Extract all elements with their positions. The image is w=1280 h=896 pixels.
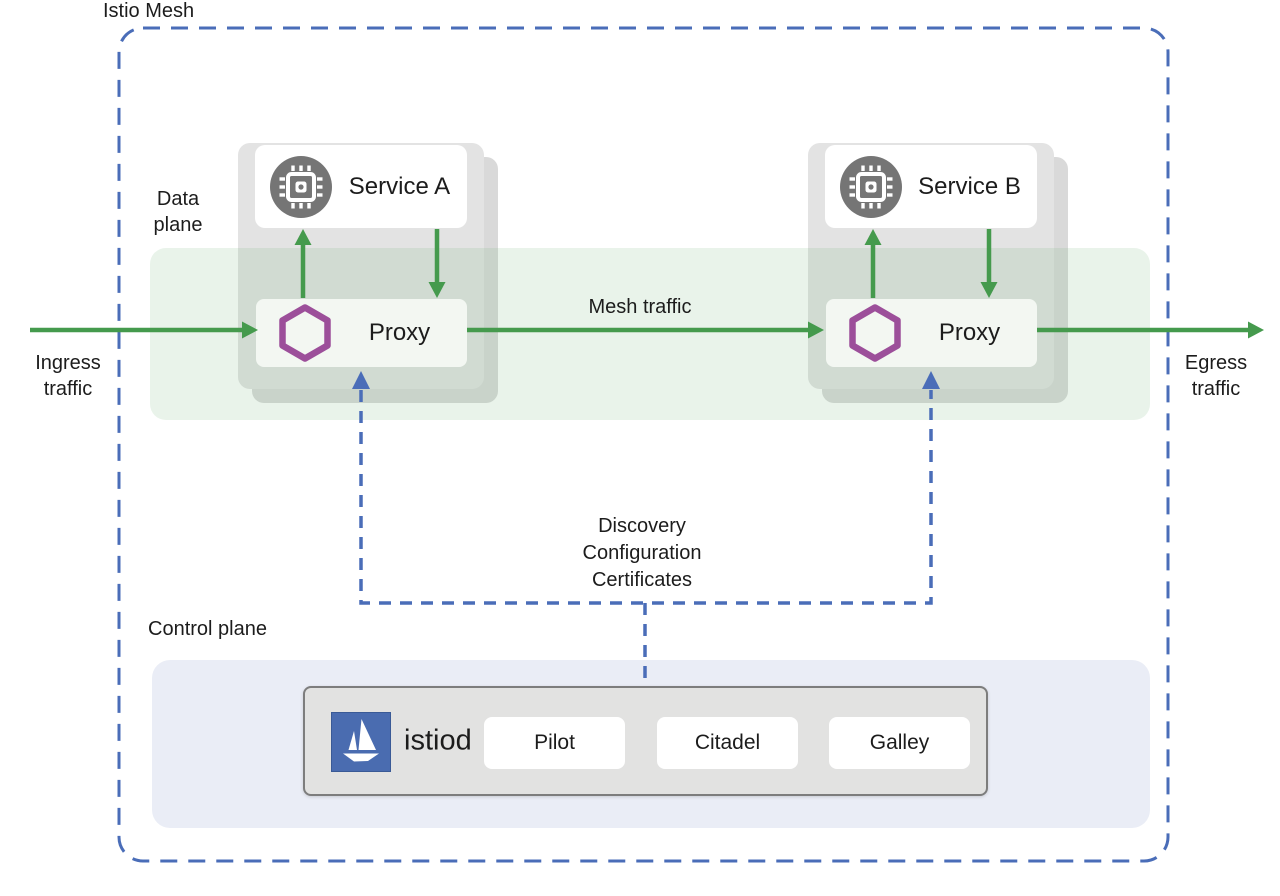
ingress-traffic-label: Ingress traffic bbox=[35, 352, 101, 400]
proxy-a-label: Proxy bbox=[368, 319, 431, 346]
pilot-component-box: Pilot bbox=[484, 717, 625, 769]
discovery-configuration-certificates-label: Discovery Configuration Certificates bbox=[542, 513, 742, 594]
service-a-label: Service A bbox=[348, 172, 451, 200]
pilot-label: Pilot bbox=[534, 731, 575, 754]
service-b-label: Service B bbox=[918, 172, 1021, 200]
citadel-component-box: Citadel bbox=[657, 717, 798, 769]
mesh-traffic-label: Mesh traffic bbox=[588, 296, 692, 318]
proxy-b-label: Proxy bbox=[938, 319, 1001, 346]
istiod-label: istiod bbox=[404, 724, 472, 757]
proxy-a-box: Proxy bbox=[256, 299, 467, 367]
discovery-line: Discovery bbox=[598, 515, 686, 537]
data-plane-label: Data plane bbox=[153, 188, 203, 236]
istio-sail-icon bbox=[331, 712, 391, 772]
citadel-label: Citadel bbox=[694, 731, 761, 754]
galley-label: Galley bbox=[869, 731, 930, 754]
diagram-title: Istio Mesh bbox=[103, 0, 195, 22]
service-a-box: Service A bbox=[255, 145, 467, 228]
envoy-hexagon-icon bbox=[849, 304, 901, 362]
egress-traffic-label: Egress traffic bbox=[1184, 352, 1248, 400]
istiod-box: istiod Pilot Citadel Galley bbox=[303, 686, 988, 796]
envoy-hexagon-icon bbox=[279, 304, 331, 362]
chip-icon bbox=[840, 155, 902, 218]
certificates-line: Certificates bbox=[591, 569, 693, 591]
configuration-line: Configuration bbox=[582, 542, 702, 564]
galley-component-box: Galley bbox=[829, 717, 970, 769]
service-b-box: Service B bbox=[825, 145, 1037, 228]
proxy-b-box: Proxy bbox=[826, 299, 1037, 367]
chip-icon bbox=[270, 155, 332, 218]
control-plane-label: Control plane bbox=[148, 618, 267, 640]
